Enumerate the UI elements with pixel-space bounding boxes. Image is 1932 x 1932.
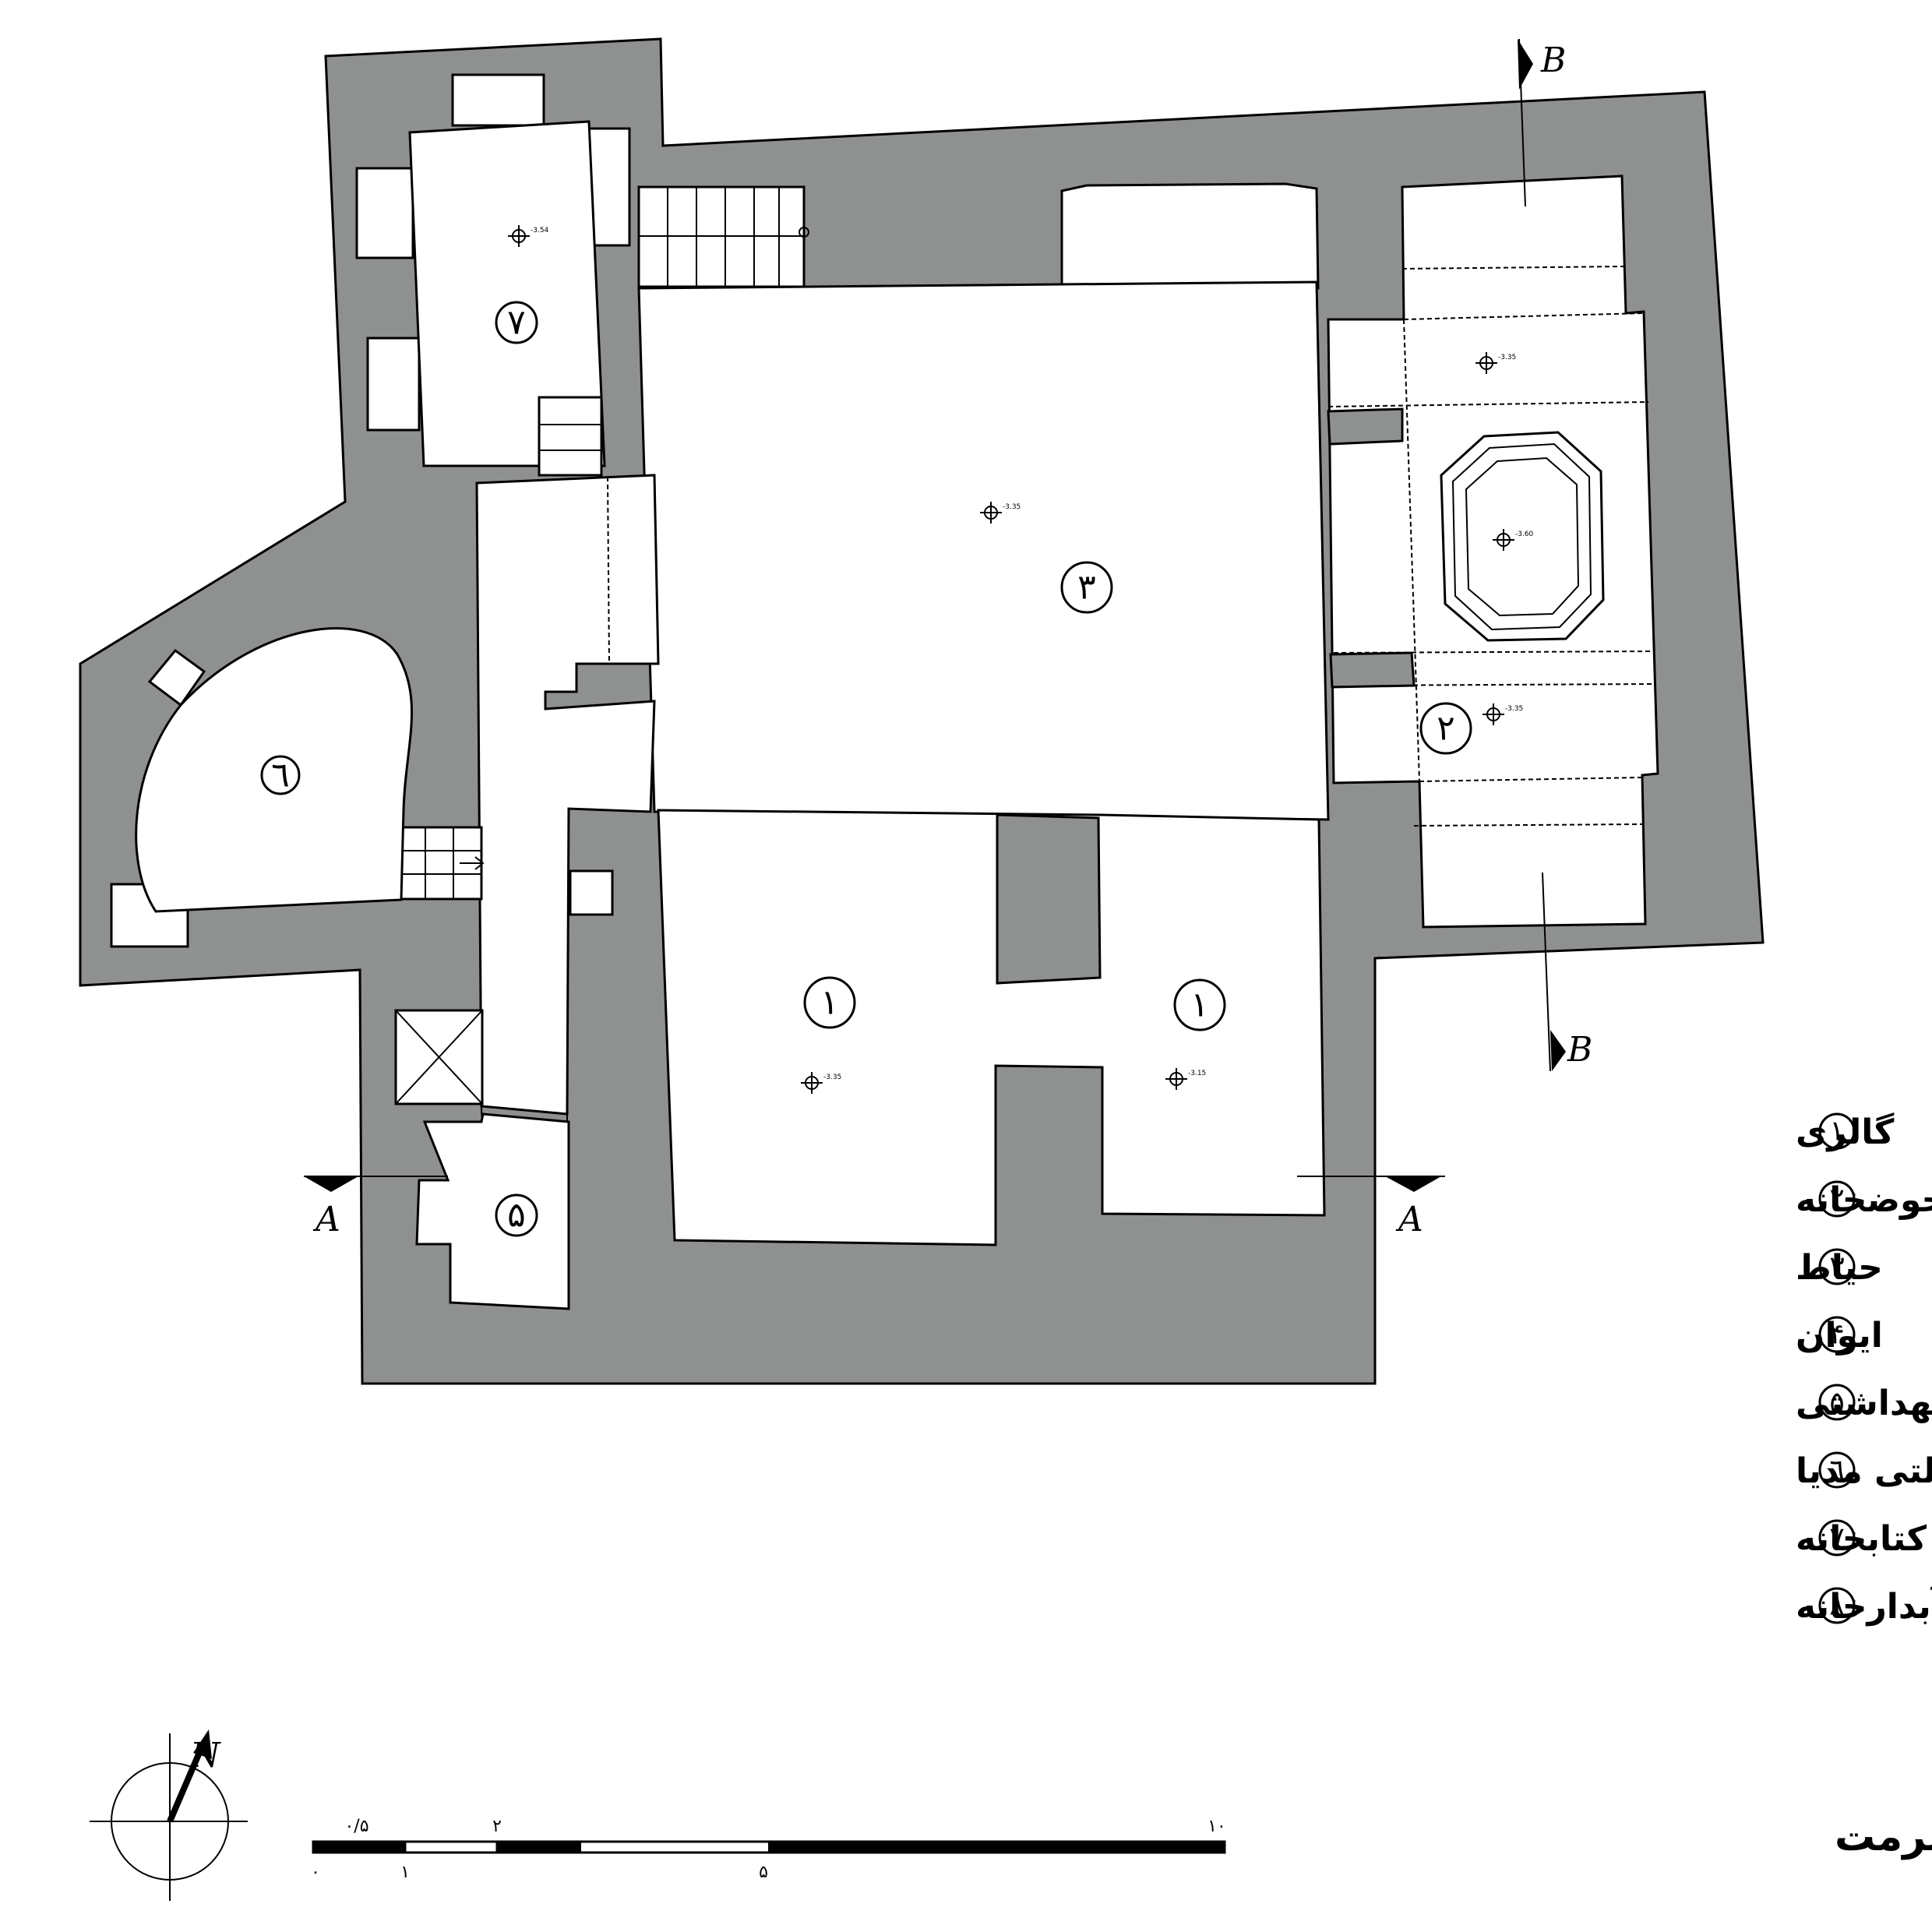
shaft [394,1009,484,1105]
svg-text:-3.60: -3.60 [1515,531,1534,538]
niche [569,869,614,916]
room-label-3: ٣ [1060,561,1113,614]
legend-item-4: ۴ ایوان [1796,1316,1883,1356]
svg-text:ایوان: ایوان [1796,1316,1883,1356]
svg-text:١: ١ [400,1863,410,1882]
section-b: B B [1518,38,1592,1072]
room-label-6: ٦ [260,755,301,795]
gallery [657,809,1326,1246]
svg-text:A: A [312,1200,340,1239]
level-gallery-right: -3.15 [1165,1068,1206,1090]
svg-text:A: A [1395,1200,1423,1239]
svg-text:۴: ۴ [1829,1319,1844,1351]
legend: ١ گالری ٢ حوضخانه ٣ حیاط ۴ ایوان ۵ سرویس… [1796,1112,1932,1627]
svg-text:۵: ۵ [759,1863,768,1882]
legend-item-6: ٦ اتاق مالتی مدیا [1796,1451,1932,1491]
level-library: -3.54 [508,225,549,247]
north-arrow: N [90,1729,248,1901]
legend-item-3: ٣ حیاط [1796,1248,1883,1288]
library-room [355,73,631,477]
svg-text:گالری: گالری [1796,1112,1895,1152]
room-label-1a: ١ [803,976,856,1029]
wc-room [415,1112,570,1310]
svg-text:-3.35: -3.35 [823,1074,841,1081]
svg-text:٦: ٦ [271,756,290,795]
svg-text:-3.35: -3.35 [1498,354,1516,361]
level-gallery-left: -3.35 [801,1072,841,1094]
legend-item-1: ١ گالری [1796,1112,1895,1152]
svg-text:٣: ٣ [1077,568,1096,608]
svg-text:۵: ۵ [507,1196,526,1236]
svg-text:اتاق مالتی مدیا: اتاق مالتی مدیا [1796,1451,1932,1491]
svg-text:٧: ٧ [1829,1522,1844,1554]
level-markers: -3.54 -3.35 -3.35 -3.60 -3.35 [508,225,1534,1094]
svg-text:B: B [1540,41,1566,80]
level-pool-room-bottom: -3.35 [1482,703,1523,725]
svg-text:١: ١ [820,983,839,1023]
svg-text:٣: ٣ [1829,1251,1844,1283]
staircase-top [637,185,809,288]
svg-text:۵: ۵ [1829,1387,1844,1419]
multimedia-room [110,627,414,948]
level-pool-room-top: -3.35 [1475,352,1516,374]
svg-text:آبدارخانه: آبدارخانه [1796,1585,1932,1627]
north-room [1060,182,1320,290]
room-labels: ٧ ٣ ٢ ٦ ١ ١ ۵ [260,301,1472,1237]
legend-item-2: ٢ حوضخانه [1796,1180,1932,1220]
room-label-2: ٢ [1419,702,1472,755]
svg-text:٦: ٦ [1829,1454,1844,1486]
svg-text:٨: ٨ [1829,1590,1844,1622]
svg-text:B: B [1567,1030,1592,1070]
room-label-1b: ١ [1173,978,1226,1031]
level-courtyard: -3.35 [980,502,1021,524]
svg-text:حیاط: حیاط [1796,1248,1883,1288]
svg-text:کتابخانه: کتابخانه [1796,1519,1927,1559]
svg-text:-3.35: -3.35 [1505,705,1523,713]
pool-room [1327,175,1659,929]
svg-text:٢: ٢ [1829,1183,1844,1215]
north-label: N [189,1736,221,1775]
svg-text:-3.54: -3.54 [531,227,549,234]
section-a: A A [304,1176,1445,1239]
svg-text:١٠: ١٠ [1208,1817,1226,1836]
svg-text:حوضخانه: حوضخانه [1796,1180,1932,1220]
svg-text:-3.35: -3.35 [1003,503,1021,511]
legend-item-7: ٧ کتابخانه [1796,1519,1927,1559]
room-label-5: ۵ [495,1193,538,1237]
legend-item-8: ٨ آبدارخانه [1796,1585,1932,1627]
svg-text:٧: ٧ [507,303,526,343]
svg-text:-3.15: -3.15 [1188,1070,1206,1077]
svg-text:سرویس بهداشتی: سرویس بهداشتی [1796,1384,1932,1423]
room-label-7: ٧ [495,301,538,344]
plan-title: پلان زیرزمین بعد از مرمت [1835,1814,1932,1860]
level-pool: -3.60 [1493,529,1534,551]
svg-text:١: ١ [1190,985,1209,1025]
scale-bar: ٠/۵ ٢ ١٠ ٠ ١ ۵ [311,1817,1226,1882]
svg-text:١: ١ [1829,1116,1844,1148]
legend-item-5: ۵ سرویس بهداشتی [1796,1384,1932,1423]
svg-text:٠/۵: ٠/۵ [344,1817,368,1836]
courtyard [637,280,1330,821]
svg-text:٢: ٢ [1437,709,1455,749]
svg-text:٠: ٠ [311,1863,320,1882]
svg-text:٢: ٢ [492,1817,502,1836]
